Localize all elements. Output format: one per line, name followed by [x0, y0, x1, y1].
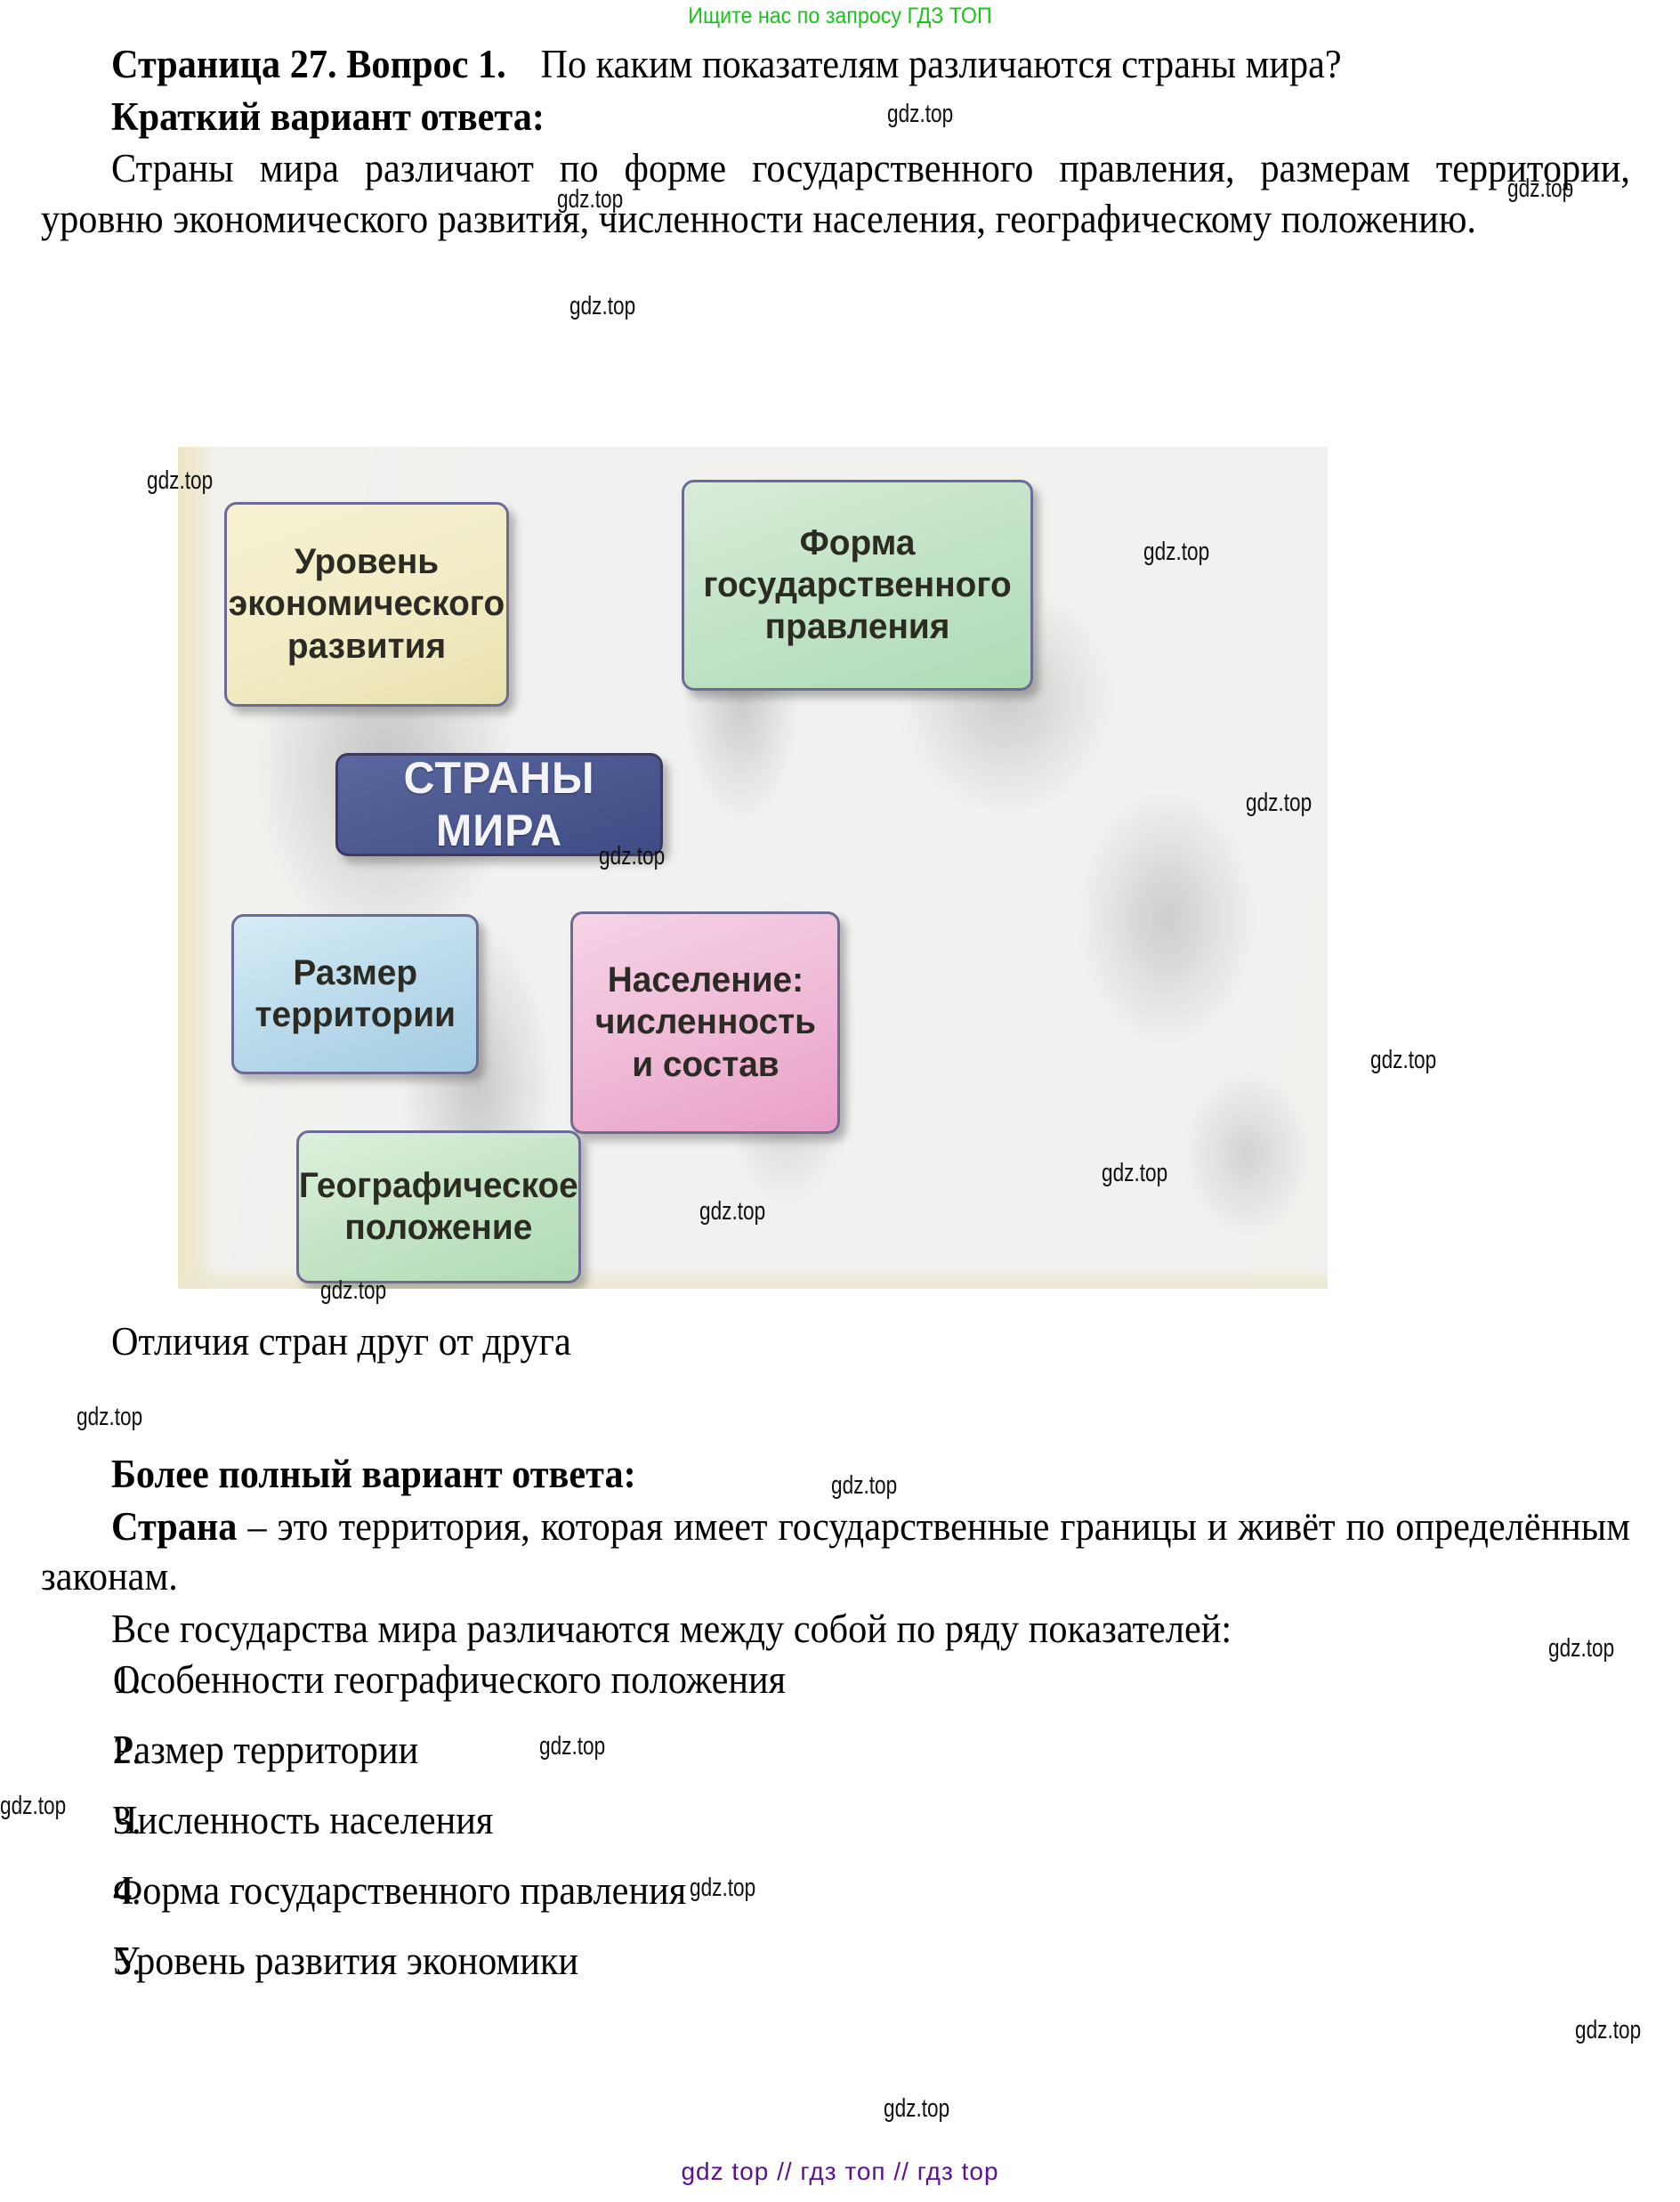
list-item: 5. Уровень развития экономики	[41, 1938, 1630, 1983]
countries-diagram-image: Уровень экономического развития Форма го…	[178, 447, 1328, 1289]
short-answer-text: Страны мира различают по форме государст…	[41, 146, 1631, 242]
page-title-prefix: Страница 27. Вопрос 1.	[110, 42, 506, 86]
diagram-node-population: Население: численность и состав	[570, 911, 840, 1134]
list-item-label: Особенности географического положения	[112, 1656, 787, 1702]
full-answer-label-text: Более полный вариант ответа:	[110, 1452, 636, 1496]
country-definition: Страна – это территория, которая имеет г…	[41, 1502, 1630, 1602]
indicators-list: 1. Особенности географического положения…	[41, 1656, 1634, 1983]
full-answer-label: Более полный вариант ответа:	[41, 1449, 1630, 1500]
list-item-label: Размер территории	[112, 1727, 419, 1772]
list-item-label: Форма государственного правления	[112, 1867, 687, 1913]
list-item-label: Уровень развития экономики	[112, 1938, 579, 1983]
lower-content: Отличия стран друг от друга Более полный…	[41, 1308, 1634, 2012]
list-item-number: 1.	[112, 1656, 141, 1702]
watermark: gdz.top	[884, 2094, 950, 2123]
list-item: 4. Форма государственного правления	[41, 1867, 1630, 1913]
full-answer-intro: Все государства мира различаются между с…	[110, 1607, 1232, 1652]
short-answer-label: Краткий вариант ответа:	[41, 92, 1630, 142]
page-title: Страница 27. Вопрос 1. По каким показате…	[41, 39, 1630, 90]
page-title-question: По каким показателям различаются страны …	[540, 42, 1342, 86]
short-answer-label-text: Краткий вариант ответа:	[110, 93, 545, 139]
list-item-label: Численность населения	[112, 1797, 494, 1842]
list-item-number: 5.	[112, 1938, 141, 1983]
diagram-node-center-label: СТРАНЫ МИРА	[403, 753, 595, 855]
footer-links[interactable]: gdz top // гдз топ // гдз top	[681, 2157, 999, 2185]
country-definition-text: – это территория, которая имеет государс…	[41, 1503, 1630, 1599]
figure-left-edge	[178, 447, 215, 1289]
promo-banner: Ищите нас по запросу ГДЗ ТОП	[688, 4, 992, 28]
diagram-node-territory-size: Размер территории	[231, 914, 479, 1074]
diagram-node-territory-size-label: Размер территории	[254, 952, 456, 1034]
list-item: 2. Размер территории	[41, 1727, 1630, 1772]
list-item-number: 4.	[112, 1867, 141, 1913]
diagram-node-geographic-position: Географическое положение	[296, 1130, 581, 1283]
diagram-node-geographic-position-label: Географическое положение	[299, 1165, 578, 1247]
list-item: 3. Численность населения	[41, 1797, 1630, 1842]
watermark: gdz.top	[1370, 1046, 1437, 1074]
figure-caption: Отличия стран друг от друга	[110, 1319, 571, 1364]
list-item-number: 2.	[112, 1727, 141, 1772]
list-item-number: 3.	[112, 1797, 141, 1842]
country-term: Страна	[110, 1503, 238, 1549]
diagram-node-population-label: Население: численность и состав	[594, 960, 816, 1084]
page-content: Страница 27. Вопрос 1. По каким показате…	[41, 39, 1634, 247]
diagram-node-economy-label: Уровень экономического развития	[228, 542, 505, 666]
diagram-node-government-form: Форма государственного правления	[682, 480, 1033, 691]
diagram-node-government-form-label: Форма государственного правления	[703, 522, 1012, 647]
watermark: gdz.top	[569, 292, 636, 320]
diagram-node-economy: Уровень экономического развития	[224, 502, 509, 707]
diagram-node-center: СТРАНЫ МИРА	[335, 753, 663, 856]
watermark: gdz.top	[1575, 2016, 1642, 2044]
list-item: 1. Особенности географического положения	[41, 1656, 1630, 1702]
